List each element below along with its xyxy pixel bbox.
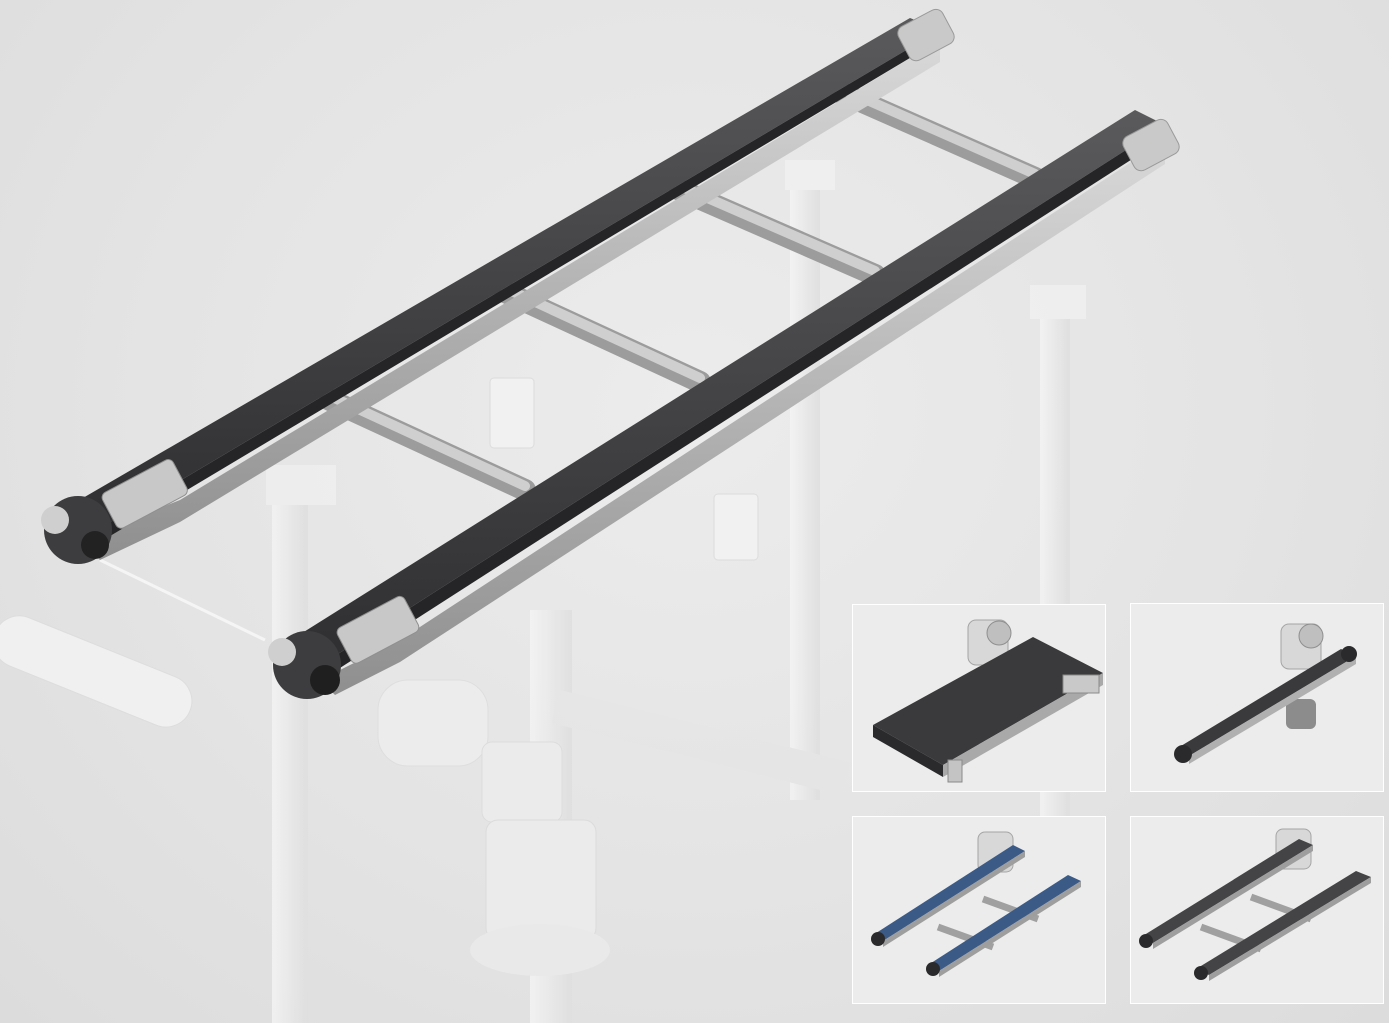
right-end-bracket-front: [336, 595, 420, 664]
conveyor-left-rail: [41, 8, 955, 564]
thumbnail-narrow-single-belt-conveyor[interactable]: [1130, 603, 1384, 792]
ghost-gearbox: [481, 741, 563, 823]
thumbnail-grey-dual-belt-conveyor[interactable]: [1130, 816, 1384, 1004]
right-rail-profile: [320, 140, 1165, 695]
wide-belt-conveyor-image: [853, 605, 1105, 791]
conveyor-right-rail: [268, 110, 1180, 699]
ghost-roller: [0, 615, 193, 728]
ghost-motor-base: [470, 924, 610, 976]
ghost-bracket-1: [489, 377, 535, 449]
ghost-bracket-2: [713, 493, 759, 561]
left-end-bracket-back: [897, 8, 955, 62]
grey-dual-belt-conveyor-image: [1131, 817, 1383, 1003]
narrow-single-belt-conveyor-image: [1131, 604, 1383, 791]
ghost-belt-line: [99, 558, 266, 642]
left-belt: [45, 18, 940, 540]
right-belt: [275, 110, 1165, 675]
ghost-motor-housing: [377, 679, 489, 767]
ghost-bracket-5: [266, 465, 336, 505]
thumbnail-blue-dual-belt-conveyor[interactable]: [852, 816, 1106, 1004]
left-end-bracket-front: [101, 459, 188, 529]
ghost-leg-center: [790, 160, 820, 800]
blue-dual-belt-conveyor-image: [853, 817, 1105, 1003]
right-end-bracket-back: [1122, 118, 1180, 172]
left-rail-profile: [80, 40, 940, 560]
thumbnail-wide-belt-conveyor[interactable]: [852, 604, 1106, 792]
ghost-bracket-3: [785, 160, 835, 190]
ghost-bracket-4: [1030, 285, 1086, 319]
ghost-motor: [485, 819, 597, 941]
ghost-crossbar: [551, 690, 852, 796]
ghost-support-frame: [0, 160, 1086, 1023]
ghost-leg-left: [272, 470, 308, 1023]
